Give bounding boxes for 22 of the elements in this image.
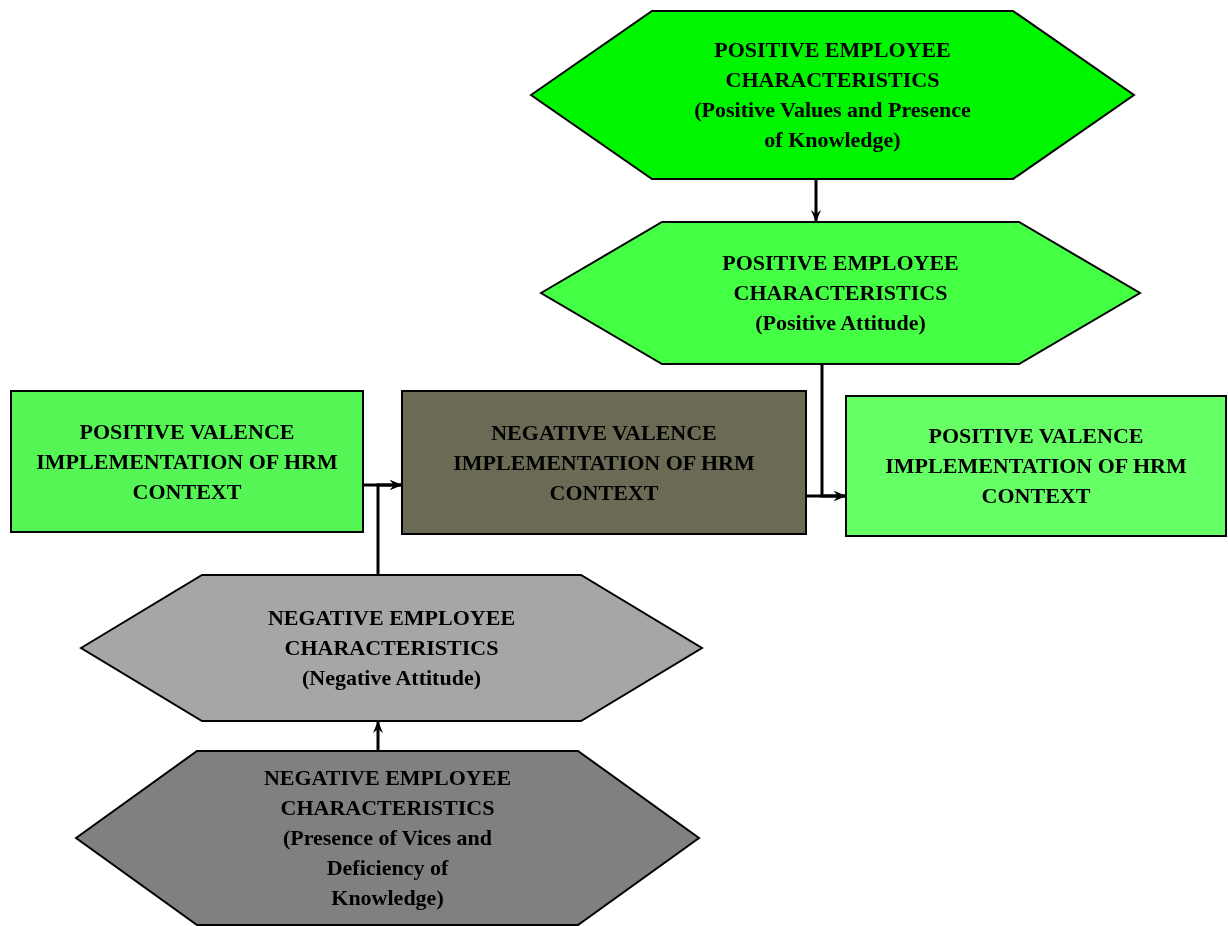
process-box	[845, 395, 1227, 537]
arrow	[807, 491, 846, 501]
node-description: (Presence of Vices and Deficiency of Knowledge)	[282, 824, 493, 912]
arrow	[376, 480, 402, 574]
node-heading: NEGATIVE EMPLOYEE CHARACTERISTICS	[262, 764, 513, 822]
node-description: (Positive Attitude)	[755, 309, 926, 337]
arrow	[373, 721, 383, 750]
node-heading: NEGATIVE EMPLOYEE CHARACTERISTICS	[266, 604, 517, 662]
process-hexagon	[80, 574, 703, 722]
arrow	[811, 180, 821, 222]
process-box	[10, 390, 364, 533]
process-hexagon	[540, 221, 1141, 365]
node-description: (Negative Attitude)	[302, 664, 481, 692]
node-heading: POSITIVE VALENCE IMPLEMENTATION OF HRM CONTEXT	[35, 417, 339, 506]
process-box	[401, 390, 807, 535]
process-hexagon	[530, 10, 1135, 180]
node-description: (Positive Values and Presence of Knowledge)	[693, 96, 972, 154]
node-heading: POSITIVE EMPLOYEE CHARACTERISTICS	[721, 249, 960, 307]
node-heading: POSITIVE EMPLOYEE CHARACTERISTICS	[713, 36, 952, 94]
node-heading: POSITIVE VALENCE IMPLEMENTATION OF HRM CONTEXT	[884, 422, 1188, 510]
process-hexagon	[75, 750, 700, 926]
node-heading: NEGATIVE VALENCE IMPLEMENTATION OF HRM CONTEXT	[452, 418, 756, 507]
